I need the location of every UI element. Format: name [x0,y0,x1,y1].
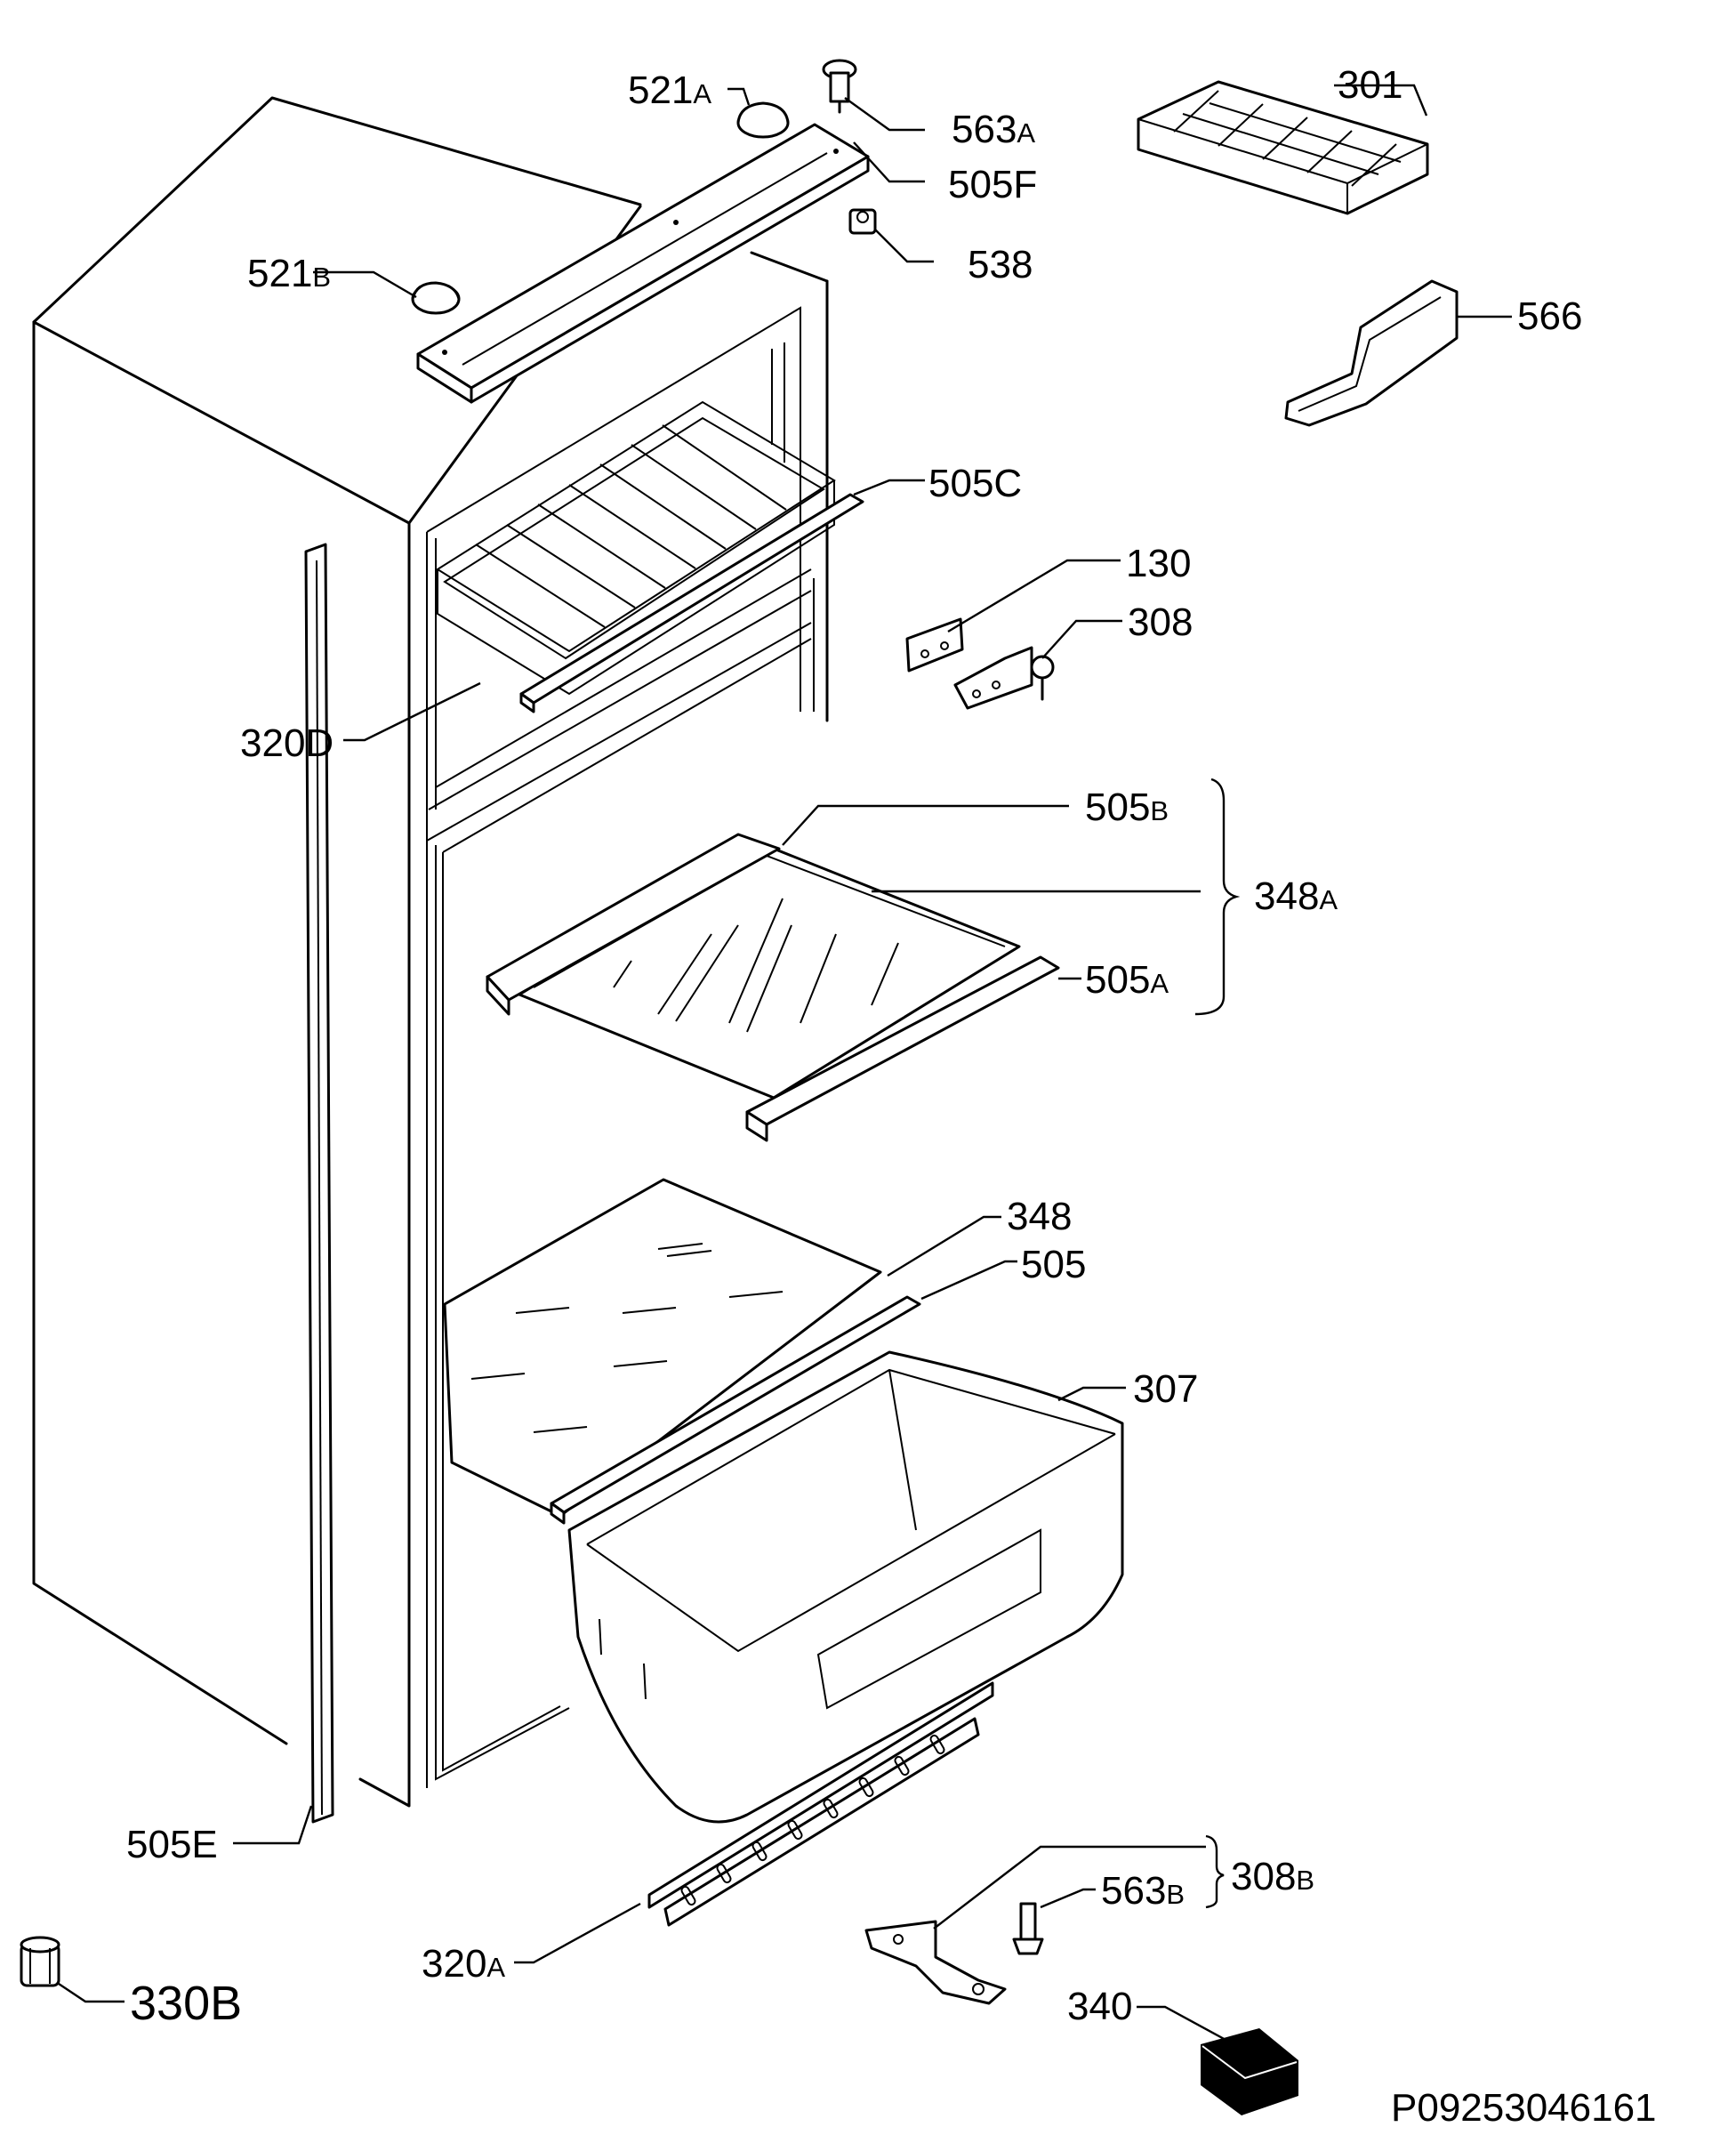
cabinet [32,96,829,1808]
callout-320a: 320A [422,1942,505,1986]
callout-505f: 505F [948,163,1037,206]
crisper-307 [567,1350,1124,1824]
callout-308b: 308B [1231,1855,1314,1898]
grille-320a [647,1681,994,1927]
callout-301: 301 [1338,63,1402,107]
callout-348a: 348A [1254,874,1338,918]
callout-505a: 505A [1085,958,1169,1002]
drawing-number: P09253046161 [1391,2086,1657,2130]
ice-tray-301 [1137,80,1429,215]
callout-348: 348 [1007,1195,1072,1238]
callout-521b: 521B [247,252,331,295]
brace-308b [1205,1834,1225,1909]
strip-505c [519,493,864,713]
callout-307: 307 [1133,1367,1198,1411]
stop-538 [848,208,877,235]
callout-340: 340 [1067,1985,1132,2028]
callout-505: 505 [1021,1243,1086,1286]
strip-505a [745,955,1060,1142]
cap-521a [736,101,790,139]
callout-563a: 563A [952,108,1035,151]
pin-563b [1012,1902,1044,1955]
brace-348a [1194,777,1241,1016]
scraper-566 [1284,279,1459,427]
callout-330b: 330B [130,1977,242,2030]
callout-320d: 320D [240,721,334,765]
callout-labels: 521A 563A 301 505F 538 521B 566 505C 130… [126,63,1657,2130]
leader-lines [58,84,1512,2042]
door-gasket-505e [304,543,334,1824]
hinge-308 [953,646,1055,710]
callout-505e: 505E [126,1823,218,1866]
glass-shelf-348a [518,843,1021,1100]
cover-340 [1201,2028,1298,2115]
strip-505b [486,833,781,1016]
callout-563b: 563B [1101,1869,1185,1913]
callout-505c: 505C [928,462,1022,505]
callout-538: 538 [968,243,1033,286]
pin-563a [822,59,857,114]
callout-521a: 521A [628,68,711,112]
cap-521b [411,281,461,315]
callout-566: 566 [1517,294,1582,338]
callout-130: 130 [1126,542,1191,585]
callout-505b: 505B [1085,786,1169,829]
callout-308: 308 [1128,600,1193,644]
bottom-hinge-308b [864,1920,1007,2005]
strip-505 [550,1295,921,1525]
foot-330b [20,1936,60,1987]
glass-shelf-348 [443,1178,882,1518]
